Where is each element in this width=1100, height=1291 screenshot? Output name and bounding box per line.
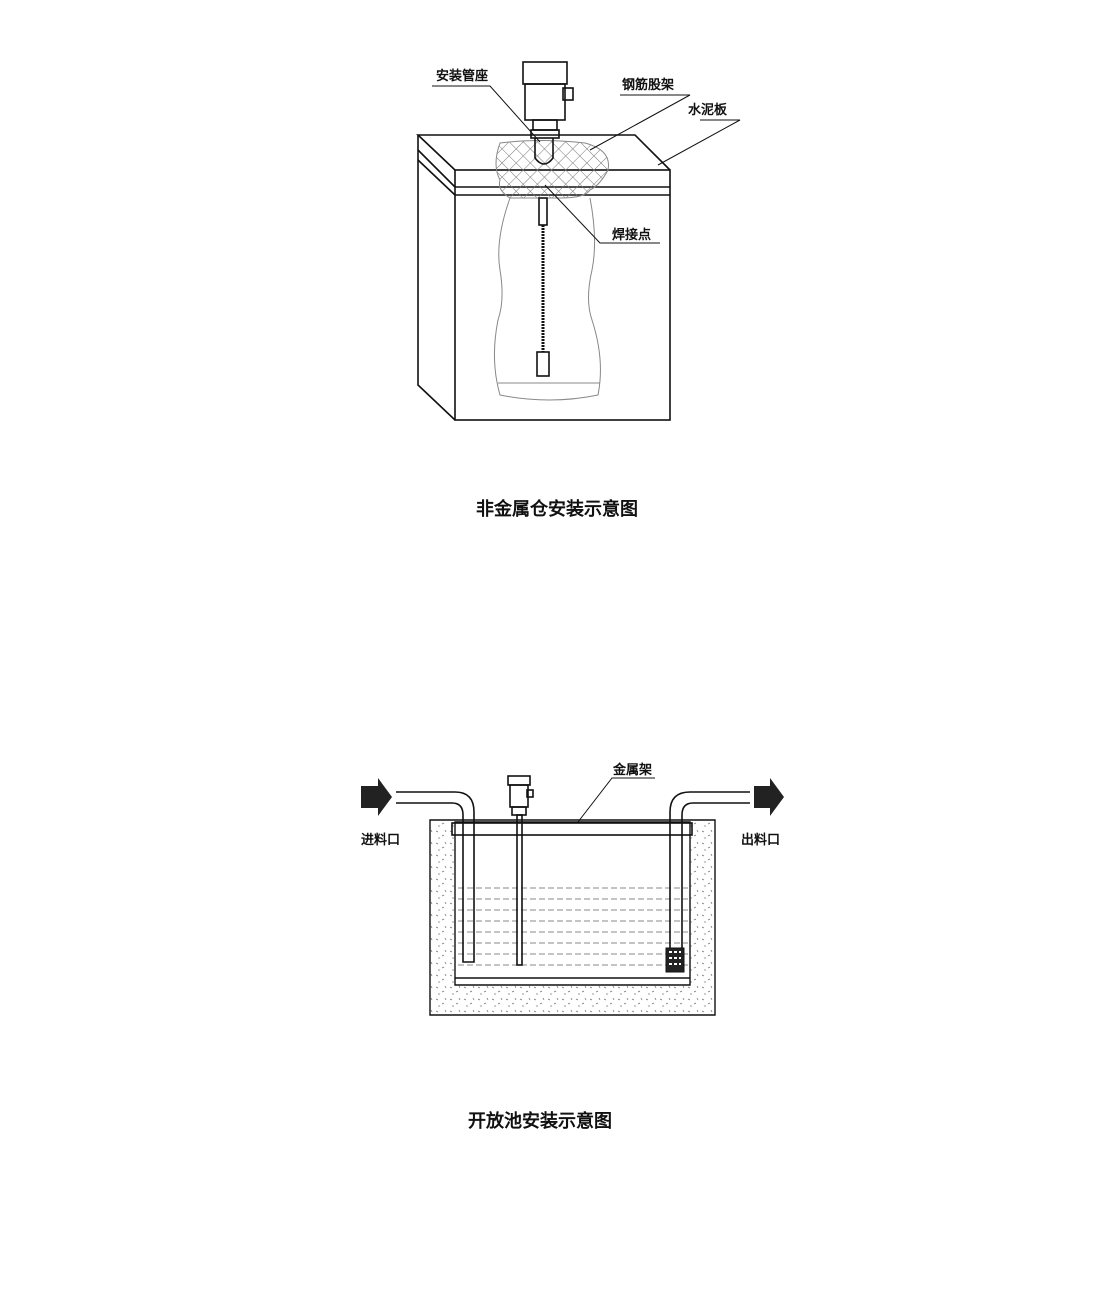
label-mount-seat: 安装管座: [436, 68, 488, 84]
metal-frame-bar: [451, 822, 693, 836]
level-sensor-pool: [507, 775, 534, 966]
diagram-title-non-metal-silo: 非金属仓安装示意图: [476, 498, 638, 520]
metal-frame-leader: [577, 777, 655, 823]
liquid-level-lines: [458, 887, 688, 966]
non-metal-silo-diagram: 安装管座 钢筋股架 水泥板 焊接点 非金属仓安装示意图: [415, 61, 741, 520]
level-sensor: [522, 61, 574, 377]
tank-bottle-outline: [493, 197, 601, 401]
label-metal-frame: 金属架: [612, 762, 652, 778]
label-outlet: 出料口: [741, 832, 780, 848]
label-cement-slab: 水泥板: [688, 102, 728, 118]
label-inlet: 进料口: [361, 832, 400, 848]
inlet-arrow-icon: [361, 778, 392, 816]
open-pool-diagram: 金属架 进料口 出料口 开放池安装示意图: [361, 762, 784, 1132]
outlet-arrow-icon: [754, 778, 784, 816]
strainer: [665, 947, 685, 973]
leader-lines: [432, 85, 741, 244]
label-rebar-frame: 钢筋股架: [622, 77, 674, 93]
inlet-pipe: [396, 791, 475, 963]
diagram-title-open-pool: 开放池安装示意图: [468, 1110, 612, 1132]
concrete-pool: [429, 819, 716, 1016]
label-weld-point: 焊接点: [612, 227, 651, 243]
rebar-frame-hatch: [495, 140, 610, 199]
